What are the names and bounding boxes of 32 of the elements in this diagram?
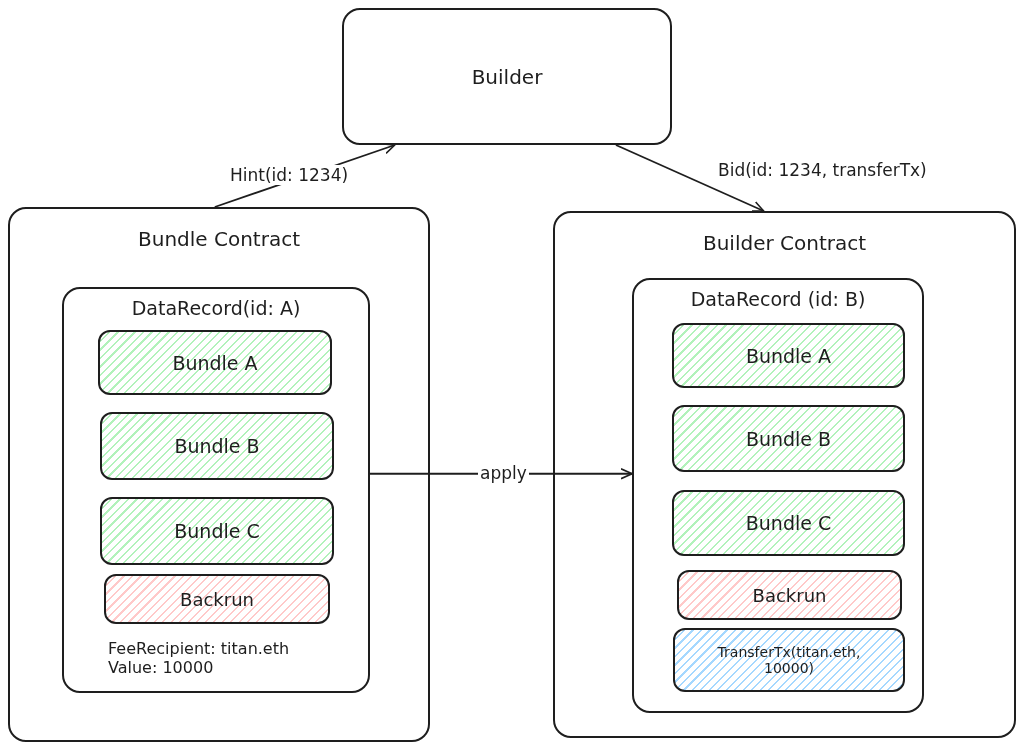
bundle-box [100, 412, 334, 480]
edge-label: Bid(id: 1234, transferTx) [716, 160, 929, 180]
record-details: FeeRecipient: titan.eth Value: 10000 [108, 639, 291, 678]
box-label: Bundle A [744, 344, 833, 367]
box-heading: Bundle Contract [137, 227, 301, 251]
bundle-box [672, 323, 905, 388]
box-label: Bundle C [744, 512, 833, 534]
bundle-box [100, 497, 334, 565]
box-label: TransferTx(titan.eth, 10000) [716, 644, 862, 676]
box-label: Backrun [179, 588, 255, 610]
box-label: Builder [470, 64, 544, 89]
box-label: Bundle A [171, 351, 259, 374]
data-record-box [62, 287, 370, 693]
backrun-box [104, 574, 330, 624]
builder-box [342, 8, 672, 145]
box-heading: DataRecord (id: B) [689, 288, 867, 310]
box-heading: Builder Contract [701, 231, 868, 255]
contract-container [8, 207, 430, 742]
box-heading: DataRecord(id: A) [130, 297, 302, 319]
edge-label: apply [478, 463, 529, 483]
box-label: Bundle B [744, 427, 833, 450]
box-label: Bundle B [173, 435, 261, 457]
bundle-box [672, 490, 905, 556]
backrun-box [677, 570, 902, 620]
contract-container [553, 211, 1016, 738]
box-label: Backrun [751, 584, 828, 606]
data-record-box [632, 278, 924, 713]
arrow [615, 144, 765, 212]
box-label: Bundle C [173, 520, 261, 542]
bundle-box [672, 405, 905, 472]
bundle-box [98, 330, 332, 395]
transfer-tx-box [673, 628, 905, 692]
